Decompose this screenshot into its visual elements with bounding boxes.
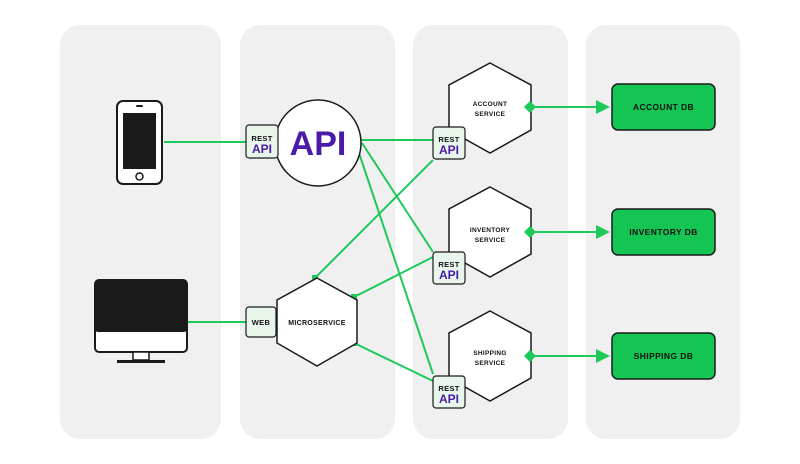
- gateway-column: [240, 25, 395, 439]
- badge-api-label: API: [439, 143, 459, 157]
- inventory-service-line1: INVENTORY: [470, 227, 511, 234]
- web-badge: WEB: [245, 306, 277, 338]
- badge-api-label: API: [252, 142, 272, 156]
- account-service: ACCOUNT SERVICE: [448, 62, 532, 154]
- account-service-line2: SERVICE: [475, 111, 506, 118]
- arrowhead-icon: [596, 349, 610, 363]
- web-label: WEB: [252, 318, 271, 327]
- account-db: ACCOUNT DB: [611, 83, 716, 131]
- connector-diamond: [524, 226, 536, 238]
- clients-column: [60, 25, 221, 439]
- connector-diamond: [524, 101, 536, 113]
- inventory-db: INVENTORY DB: [611, 208, 716, 256]
- microservice-to-account-line: [314, 159, 434, 279]
- account-rest-api-badge: REST API: [432, 126, 466, 160]
- microservice-label: MICROSERVICE: [288, 320, 346, 327]
- shipping-db: SHIPPING DB: [611, 332, 716, 380]
- shipping-service-line1: SHIPPING: [473, 350, 506, 357]
- gateway-rest-api-badge: REST API: [245, 124, 279, 159]
- desktop-monitor-icon: [94, 279, 188, 363]
- shipping-rest-api-badge: REST API: [432, 375, 466, 409]
- mobile-phone-icon: [116, 100, 163, 185]
- connector-dot: [312, 275, 318, 281]
- arrowhead-icon: [596, 100, 610, 114]
- account-service-line1: ACCOUNT: [473, 101, 508, 108]
- inventory-rest-api-badge: REST API: [432, 251, 466, 285]
- microservice-to-shipping-line: [353, 342, 434, 382]
- api-to-inventory-line: [361, 142, 434, 253]
- api-gateway-label: API: [290, 125, 347, 163]
- shipping-db-label: SHIPPING DB: [634, 351, 694, 361]
- arrowhead-icon: [596, 225, 610, 239]
- connectors: [164, 106, 600, 382]
- inventory-service-line2: SERVICE: [475, 237, 506, 244]
- badge-api-label: API: [439, 268, 459, 282]
- badge-api-label: API: [439, 392, 459, 406]
- account-db-label: ACCOUNT DB: [633, 102, 694, 112]
- inventory-service: INVENTORY SERVICE: [448, 186, 532, 278]
- badge-rest-label: REST: [251, 134, 272, 143]
- microservice-to-inventory-line: [353, 256, 434, 298]
- connector-dot: [351, 294, 357, 300]
- shipping-service-line2: SERVICE: [475, 360, 506, 367]
- connector-diamond: [524, 350, 536, 362]
- inventory-db-label: INVENTORY DB: [629, 227, 697, 237]
- badge-rest-label: REST: [438, 384, 459, 393]
- badge-rest-label: REST: [438, 260, 459, 269]
- badge-rest-label: REST: [438, 135, 459, 144]
- shipping-service: SHIPPING SERVICE: [448, 310, 532, 402]
- api-to-shipping-line: [357, 149, 434, 375]
- microservice-node: MICROSERVICE: [276, 277, 358, 367]
- api-gateway: API: [274, 99, 362, 187]
